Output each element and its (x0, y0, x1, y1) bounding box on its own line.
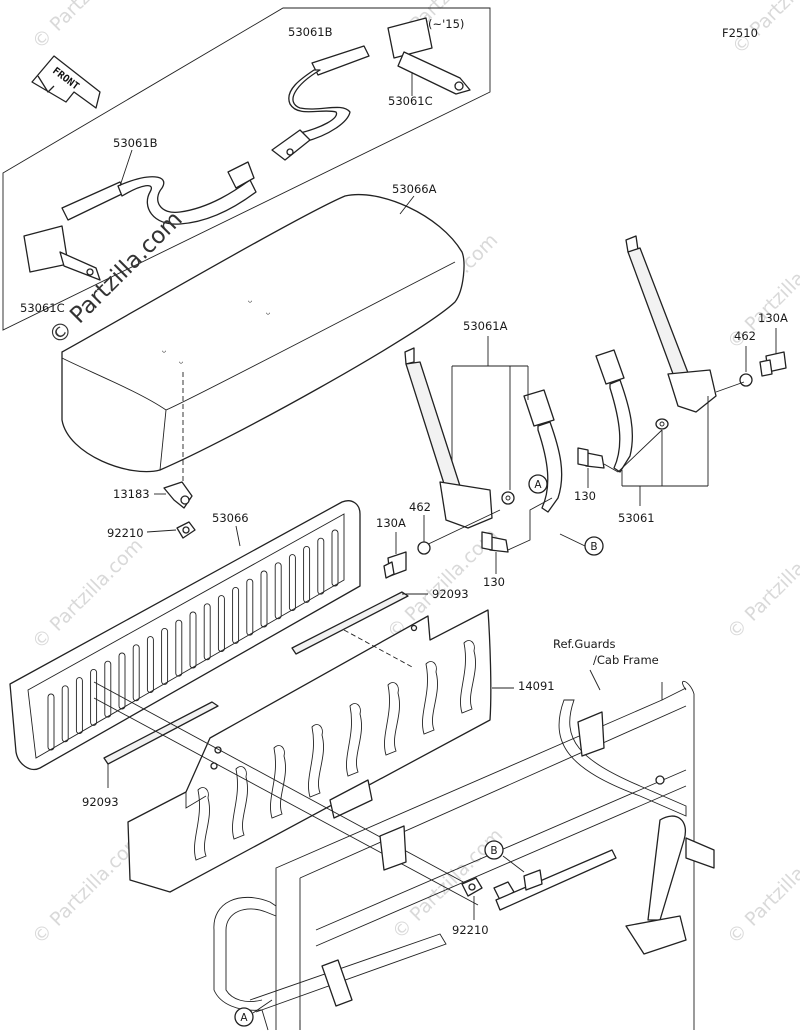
svg-text:ᵕ: ᵕ (162, 347, 166, 359)
label-53061C-left: 53061C (20, 301, 65, 315)
svg-text:ᵕ: ᵕ (248, 297, 252, 309)
callout-A-lower: A (234, 1007, 254, 1027)
seat-cushion-53066A: ᵕ ᵕ ᵕ ᵕ (61, 194, 465, 473)
bolt-130-mid (481, 531, 509, 553)
strap-kit-outline (2, 7, 491, 331)
cab-frame (213, 680, 715, 1031)
callout-B-lower: B (484, 840, 504, 860)
label-92093-top: 92093 (432, 587, 469, 601)
vent-slot (260, 570, 268, 628)
panel-rib (384, 682, 400, 756)
vent-slot (104, 660, 112, 718)
vent-slot (203, 603, 211, 661)
panel-rib (194, 787, 210, 861)
callout-A-upper: A (528, 474, 548, 494)
washer-462-mid (417, 541, 431, 555)
label-130A-mid: 130A (376, 516, 406, 530)
vent-slot (274, 562, 282, 620)
label-53061: 53061 (618, 511, 655, 525)
label-13183: 13183 (113, 487, 150, 501)
label-130A-right: 130A (758, 311, 788, 325)
vent-slot (217, 595, 225, 653)
label-462-mid: 462 (409, 500, 431, 514)
strip-92093-top (291, 591, 409, 655)
vent-slot (75, 677, 83, 735)
watermark-tile: © Partzilla.com (723, 829, 800, 948)
seatbelt-53061A (404, 347, 563, 529)
bolt-130-right (577, 447, 605, 469)
label-53066: 53066 (212, 511, 249, 525)
panel-rib (422, 661, 438, 735)
vent-slot (132, 644, 140, 702)
watermark-tile: © Partzilla.com (28, 0, 147, 54)
label-14091: 14091 (518, 679, 555, 693)
strap-53061B-top (271, 45, 370, 161)
panel-rib (232, 766, 248, 840)
vent-slot (146, 636, 154, 694)
vent-slot (175, 619, 183, 677)
vent-slot (232, 586, 240, 644)
svg-text:ᵕ: ᵕ (179, 358, 183, 370)
vent-slot (331, 529, 339, 587)
washer-462-right (739, 373, 753, 387)
panel-rib (346, 703, 362, 777)
label-53066A: 53066A (392, 182, 437, 196)
bolt-130A-mid (383, 551, 407, 579)
vent-slot (161, 627, 169, 685)
label-53061B-top: 53061B (288, 25, 333, 39)
part-92210-top (176, 521, 196, 539)
panel-rib (308, 724, 324, 798)
svg-text:ᵕ: ᵕ (266, 309, 270, 321)
part-13183 (163, 481, 193, 509)
ref-note-line2: /Cab Frame (593, 653, 659, 667)
vent-slot (317, 537, 325, 595)
label-92093-bottom: 92093 (82, 795, 119, 809)
seatbelt-53061 (595, 235, 717, 473)
label-130-mid: 130 (483, 575, 505, 589)
panel-rib (460, 640, 476, 714)
strip-92093-bottom (103, 701, 219, 765)
label-462-right: 462 (734, 329, 756, 343)
watermark-tile: © Partzilla.com (723, 524, 800, 643)
vent-slot (61, 685, 69, 743)
front-arrow: FRONT (31, 55, 101, 109)
vent-slot (189, 611, 197, 669)
figure-code: F2510 (722, 26, 758, 40)
svg-text:B: B (590, 541, 597, 553)
ref-note-line1: Ref.Guards (553, 637, 615, 651)
strap-53061C-left (23, 225, 101, 281)
label-92210-bottom: 92210 (452, 923, 489, 937)
back-panel-14091 (127, 609, 492, 893)
label-53061B-left: 53061B (113, 136, 158, 150)
vent-slot (303, 545, 311, 603)
svg-text:A: A (240, 1012, 248, 1024)
vent-slot (47, 693, 55, 751)
panel-rib (270, 745, 286, 819)
vent-slot (288, 554, 296, 612)
label-92210-top: 92210 (107, 526, 144, 540)
callout-B-upper: B (584, 536, 604, 556)
svg-text:A: A (534, 479, 542, 491)
year-note: (~'15) (428, 17, 464, 31)
label-53061A: 53061A (463, 319, 508, 333)
vent-slot (90, 668, 98, 726)
bolt-130A-right (759, 351, 787, 377)
label-130-right: 130 (574, 489, 596, 503)
label-53061C-top: 53061C (388, 94, 433, 108)
strap-53061B-left (61, 161, 257, 225)
seat-back-53066 (9, 500, 361, 770)
svg-text:B: B (490, 845, 497, 857)
vent-slot (118, 652, 126, 710)
strap-53061C-top (387, 17, 471, 95)
vent-slot (246, 578, 254, 636)
